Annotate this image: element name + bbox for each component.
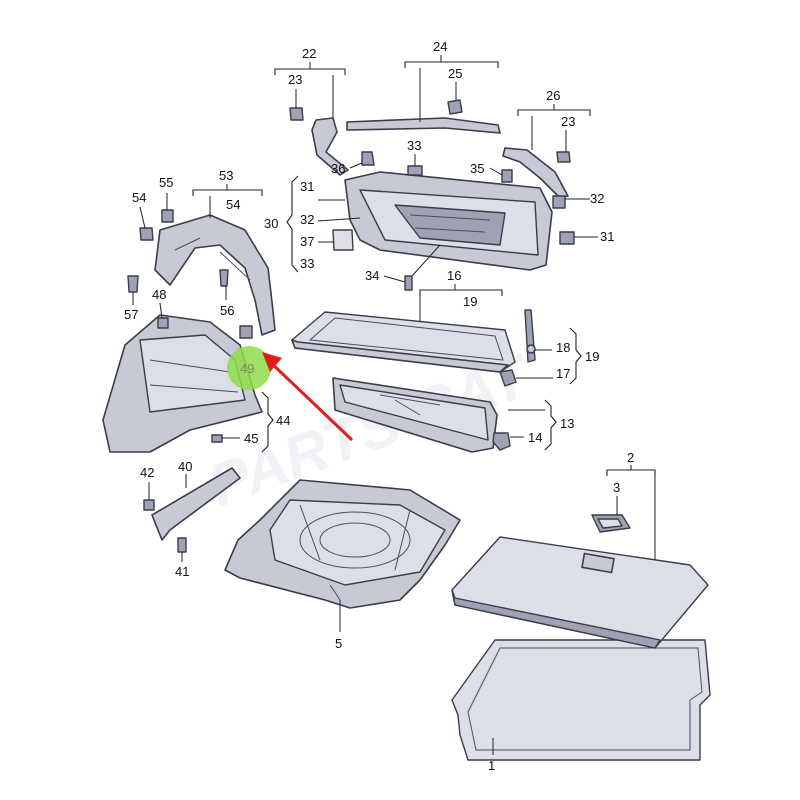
callout-labels: 1 2 3 5 13 14 16 17 18 19 19 22 23 24 25… xyxy=(124,39,634,773)
callout-36: 36 xyxy=(331,161,345,176)
handle xyxy=(591,514,631,533)
lower-side-trim xyxy=(102,314,263,453)
clip-57 xyxy=(127,275,139,293)
callout-48: 48 xyxy=(152,287,166,302)
callout-56: 56 xyxy=(220,303,234,318)
tailgate-trim xyxy=(344,171,553,271)
callout-19-right: 19 xyxy=(585,349,599,364)
red-arrow xyxy=(262,352,354,442)
sill-bracket xyxy=(151,467,241,541)
callout-18: 18 xyxy=(556,340,570,355)
callout-1: 1 xyxy=(488,758,495,773)
callout-53: 53 xyxy=(219,168,233,183)
callout-31-brace: 31 xyxy=(300,179,314,194)
screw-56 xyxy=(219,269,229,287)
callout-31-right: 31 xyxy=(600,229,614,244)
callout-32-brace: 32 xyxy=(300,212,314,227)
callout-25: 25 xyxy=(448,66,462,81)
callout-17: 17 xyxy=(556,366,570,381)
clip-49 xyxy=(239,325,253,339)
callout-45: 45 xyxy=(244,431,258,446)
callout-44: 44 xyxy=(276,413,290,428)
callout-41: 41 xyxy=(175,564,189,579)
highlight-circle xyxy=(227,346,271,390)
callout-35: 35 xyxy=(470,161,484,176)
callout-26: 26 xyxy=(546,88,560,103)
callout-23-left: 23 xyxy=(288,72,302,87)
callout-42: 42 xyxy=(140,465,154,480)
callout-55: 55 xyxy=(159,175,173,190)
clip-32 xyxy=(552,195,566,209)
clip-31 xyxy=(559,231,575,245)
clip-17 xyxy=(499,369,517,387)
screw-41 xyxy=(177,537,187,553)
trim-piece-37 xyxy=(332,229,354,251)
clip-33 xyxy=(407,165,423,176)
clip-42 xyxy=(143,499,155,511)
trunk-floor xyxy=(224,479,461,609)
callout-14: 14 xyxy=(528,430,542,445)
callout-24: 24 xyxy=(433,39,447,54)
pillar-trim-left xyxy=(311,117,349,176)
callout-2: 2 xyxy=(627,450,634,465)
clip-54 xyxy=(139,227,154,241)
callout-16: 16 xyxy=(447,268,461,283)
callout-54-left: 54 xyxy=(132,190,146,205)
callout-54-right: 54 xyxy=(226,197,240,212)
upper-tailgate-trim xyxy=(346,117,501,134)
callout-13: 13 xyxy=(560,416,574,431)
callout-57: 57 xyxy=(124,307,138,322)
callout-40: 40 xyxy=(178,459,192,474)
callout-5: 5 xyxy=(335,636,342,651)
clip-14 xyxy=(492,432,511,451)
callout-32-right: 32 xyxy=(590,191,604,206)
clip-48 xyxy=(157,317,169,329)
clip-55 xyxy=(161,209,174,223)
callout-23-right: 23 xyxy=(561,114,575,129)
callout-34: 34 xyxy=(365,268,379,283)
clip-36 xyxy=(361,151,375,166)
leader-lines xyxy=(132,55,656,755)
clip-23-left xyxy=(289,107,304,121)
callout-3: 3 xyxy=(613,480,620,495)
clip-23-right xyxy=(556,151,571,163)
callout-19-top: 19 xyxy=(463,294,477,309)
screw-34 xyxy=(404,275,413,291)
callout-33-brace: 33 xyxy=(300,256,314,271)
callout-22: 22 xyxy=(302,46,316,61)
callout-49: 49 xyxy=(240,361,254,376)
callout-30: 30 xyxy=(264,216,278,231)
floor-cover xyxy=(451,536,709,649)
parcel-shelf xyxy=(291,311,516,373)
strap xyxy=(524,309,536,363)
loading-panel xyxy=(332,377,498,453)
screw-45 xyxy=(211,434,223,443)
callout-33-top: 33 xyxy=(407,138,421,153)
callout-37: 37 xyxy=(300,234,314,249)
clip-35 xyxy=(501,169,513,183)
upper-side-trim xyxy=(154,214,276,336)
trunk-mat xyxy=(451,639,711,761)
clip-25 xyxy=(447,99,463,115)
